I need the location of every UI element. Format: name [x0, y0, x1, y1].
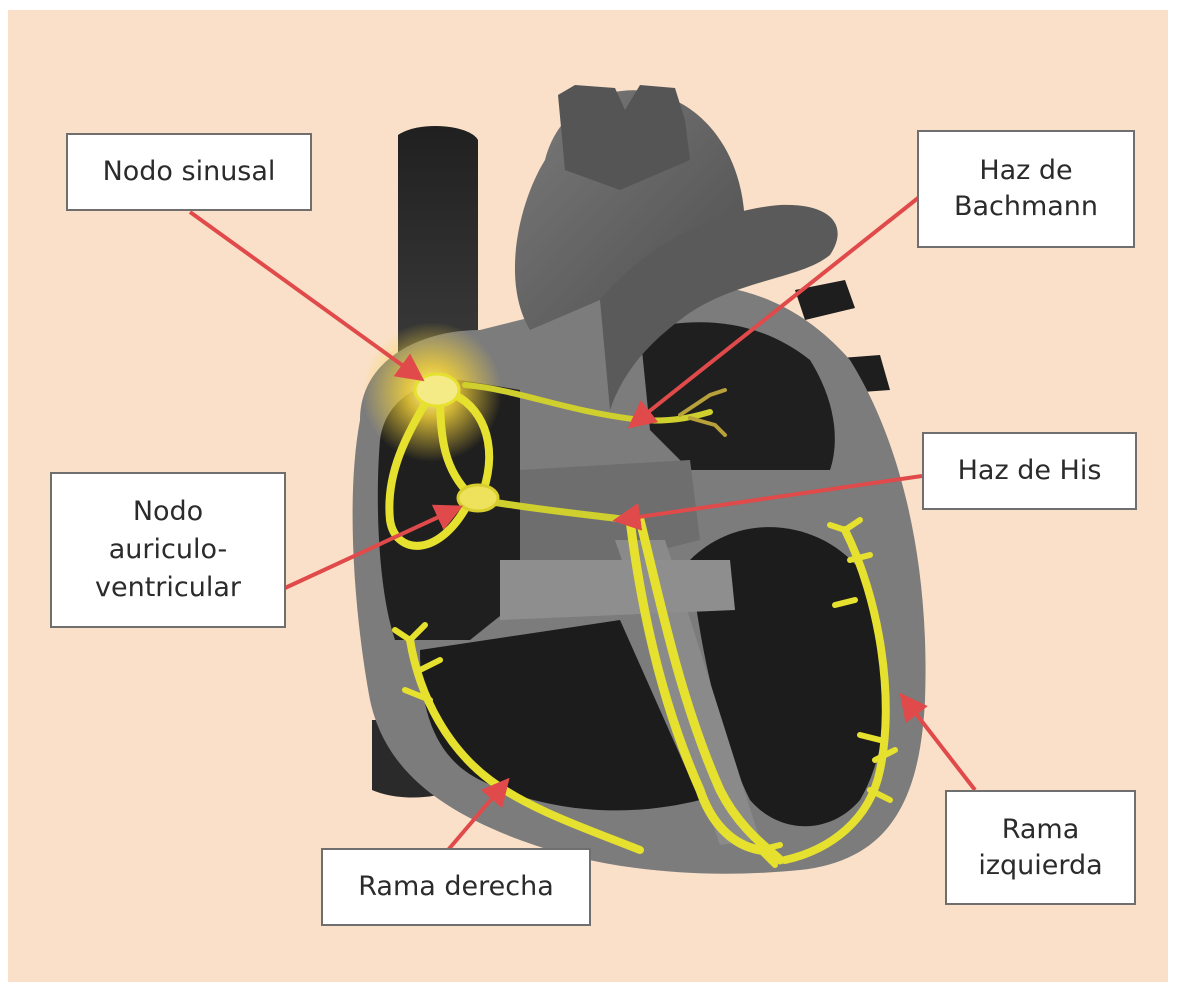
label-his-bundle: Haz de His: [922, 432, 1137, 510]
label-right-branch-text: Rama derecha: [358, 869, 554, 905]
sinus-node: [415, 374, 459, 406]
label-right-branch: Rama derecha: [321, 848, 591, 926]
valve-plane: [500, 560, 735, 620]
label-bachmann-line1: Haz de: [979, 153, 1072, 189]
label-bachmann-bundle: Haz de Bachmann: [917, 130, 1135, 248]
label-left-branch: Rama izquierda: [945, 790, 1136, 905]
label-av-node-line1: Nodo: [133, 493, 203, 531]
av-node: [458, 485, 498, 511]
label-his-bundle-text: Haz de His: [958, 453, 1102, 489]
label-av-node-line2: auriculo-: [109, 531, 227, 569]
label-bachmann-line2: Bachmann: [954, 189, 1098, 225]
label-sinus-node-text: Nodo sinusal: [103, 154, 276, 190]
label-left-branch-line2: izquierda: [978, 848, 1102, 884]
label-av-node: Nodo auriculo- ventricular: [50, 472, 286, 628]
label-av-node-line3: ventricular: [95, 569, 241, 607]
label-sinus-node: Nodo sinusal: [66, 133, 312, 211]
label-left-branch-line1: Rama: [1002, 812, 1080, 848]
